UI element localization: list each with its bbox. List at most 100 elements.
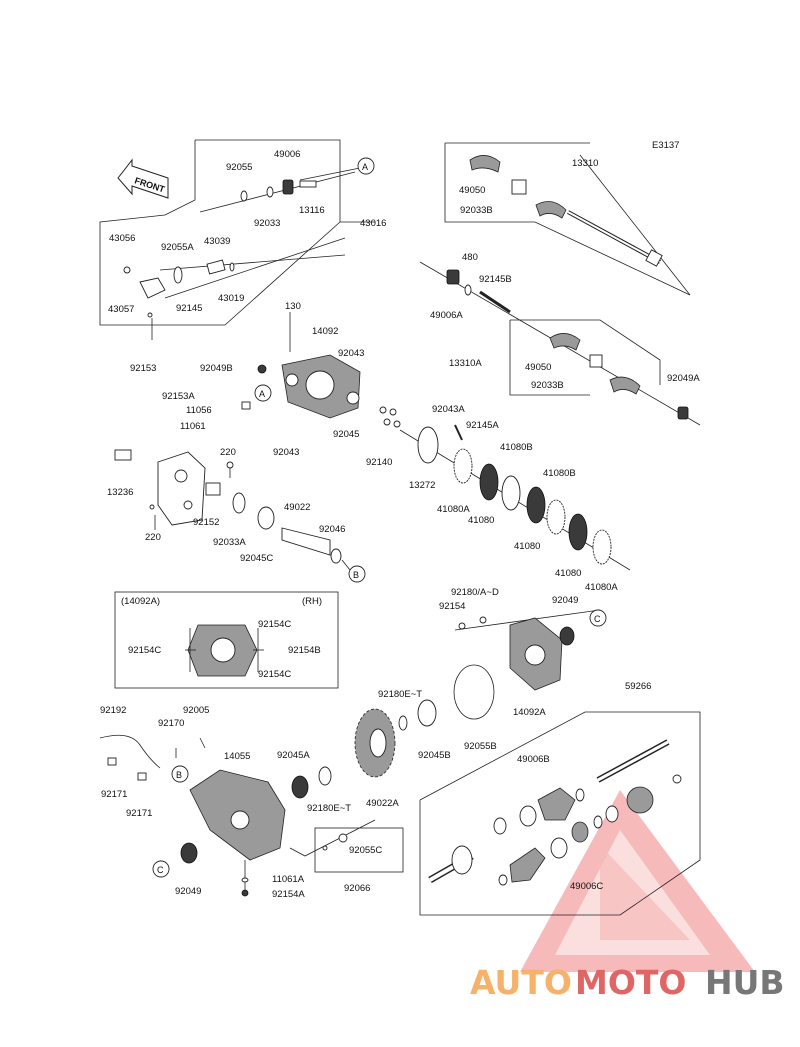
label-14055: 14055 (224, 751, 250, 762)
label-130: 130 (285, 301, 301, 312)
label-92043: 92043 (338, 348, 364, 359)
label-92145a: 92145A (466, 420, 499, 431)
label-49050: 49050 (459, 185, 485, 196)
label-92049-2: 92049 (175, 886, 201, 897)
label-14092a-box: (14092A) (121, 596, 160, 607)
label-92055c: 92055C (349, 845, 382, 856)
label-14092: 14092 (312, 326, 338, 337)
label-92152: 92152 (193, 517, 219, 528)
label-49006b: 49006B (517, 754, 550, 765)
label-220-2: 220 (145, 532, 161, 543)
label-14092a: 14092A (513, 707, 546, 718)
label-92066: 92066 (344, 883, 370, 894)
housing-14092: A (241, 312, 401, 428)
label-49006: 49006 (274, 149, 300, 160)
label-11061a: 11061A (272, 874, 305, 885)
label-41080a: 41080A (437, 504, 470, 515)
label-92180e-t: 92180E~T (378, 689, 422, 700)
label-92033a: 92033A (213, 537, 246, 548)
label-92154c-3: 92154C (258, 669, 291, 680)
label-13310a: 13310A (449, 358, 482, 369)
label-13236: 13236 (107, 487, 133, 498)
label-41080-3: 41080 (555, 568, 581, 579)
label-43019: 43019 (218, 293, 244, 304)
callout-a-2: A (259, 389, 265, 399)
driveshaft-group (444, 142, 691, 296)
label-220: 220 (220, 447, 236, 458)
callout-a-1: A (362, 162, 368, 172)
label-43016: 43016 (360, 218, 386, 229)
label-92153: 92153 (130, 363, 156, 374)
label-92153a: 92153A (162, 391, 195, 402)
clutch-plates (399, 424, 631, 571)
label-92005: 92005 (183, 705, 209, 716)
label-11056: 11056 (186, 405, 212, 416)
label-92154a: 92154A (272, 889, 305, 900)
label-92145: 92145 (176, 303, 202, 314)
watermark-moto: MOTO (575, 963, 686, 1002)
callout-c-1: C (594, 614, 601, 624)
label-92180-a-d: 92180/A~D (451, 587, 499, 598)
label-92043-b: 92043 (273, 447, 299, 458)
callout-b-2: B (176, 770, 182, 780)
axle-59266 (419, 711, 701, 916)
label-49050-b: 49050 (525, 362, 551, 373)
label-13272: 13272 (409, 480, 435, 491)
callout-b-1: B (353, 570, 359, 580)
label-92046: 92046 (319, 524, 345, 535)
label-92055: 92055 (226, 162, 252, 173)
label-49006c: 49006C (570, 881, 603, 892)
label-92049b: 92049B (200, 363, 233, 374)
part-labels: 92055 49006 92033 13116 43016 43056 9205… (100, 149, 700, 900)
cover-11061-group: B (114, 449, 366, 583)
label-92055b: 92055B (464, 741, 497, 752)
watermark-auto: AUTO (470, 963, 572, 1002)
callout-c-2: C (157, 865, 164, 875)
label-59266: 59266 (625, 681, 651, 692)
label-92145b: 92145B (479, 274, 512, 285)
label-92154: 92154 (439, 601, 465, 612)
case-14055: B C (99, 734, 376, 897)
label-92192: 92192 (100, 705, 126, 716)
label-49006a: 49006A (430, 310, 463, 321)
label-92170: 92170 (158, 718, 184, 729)
label-43039: 43039 (204, 236, 230, 247)
label-92049: 92049 (552, 595, 578, 606)
label-92171-2: 92171 (126, 808, 152, 819)
shift-group: A (99, 139, 375, 340)
label-92055a: 92055A (161, 242, 194, 253)
ring-gear (291, 708, 396, 799)
label-92045b: 92045B (418, 750, 451, 761)
label-41080: 41080 (468, 515, 494, 526)
inset-14092a (114, 591, 339, 689)
label-43057: 43057 (108, 304, 134, 315)
label-480: 480 (462, 252, 478, 263)
label-92140: 92140 (366, 457, 392, 468)
label-rh: (RH) (302, 596, 322, 607)
label-49022: 49022 (284, 502, 310, 513)
label-92043a: 92043A (432, 404, 465, 415)
label-41080b-2: 41080B (543, 468, 576, 479)
label-92171: 92171 (101, 789, 127, 800)
label-92045c: 92045C (240, 553, 273, 564)
label-43056: 43056 (109, 233, 135, 244)
label-92154c-1: 92154C (258, 619, 291, 630)
label-92045a: 92045A (277, 750, 310, 761)
label-92049a: 92049A (667, 373, 700, 384)
front-arrow-icon: FRONT (117, 158, 169, 199)
label-92033: 92033 (254, 218, 280, 229)
label-92154b: 92154B (288, 645, 321, 656)
housing-14092a: C (398, 609, 607, 731)
label-41080a-2: 41080A (585, 582, 618, 593)
label-41080-2: 41080 (514, 541, 540, 552)
watermark-hub: HUB (705, 963, 785, 1002)
label-92180e-t-2: 92180E~T (307, 803, 351, 814)
label-92033b-b: 92033B (531, 380, 564, 391)
watermark-text: AUTO MOTO HUB (470, 963, 785, 1002)
label-41080b: 41080B (500, 442, 533, 453)
label-11061: 11061 (180, 421, 206, 432)
label-92033b: 92033B (460, 205, 493, 216)
watermark-logo (520, 790, 755, 972)
